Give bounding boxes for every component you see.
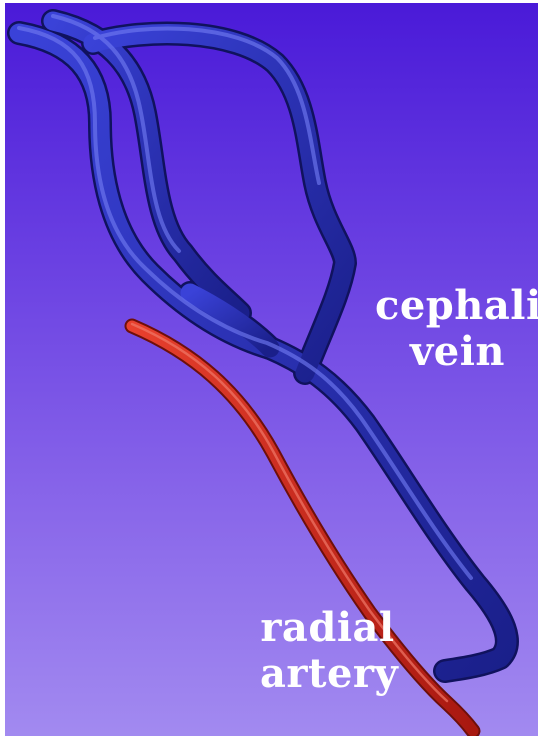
vein-label-line1: cephalic (375, 283, 540, 329)
radial-artery-label: radial artery (260, 605, 395, 697)
vein-label-line2: vein (375, 329, 540, 375)
artery-label-line1: radial (260, 605, 395, 651)
rendering-canvas: cephalic vein radial artery (5, 3, 538, 736)
artery-label-line2: artery (260, 651, 395, 697)
cephalic-vein-label: cephalic vein (375, 283, 540, 375)
